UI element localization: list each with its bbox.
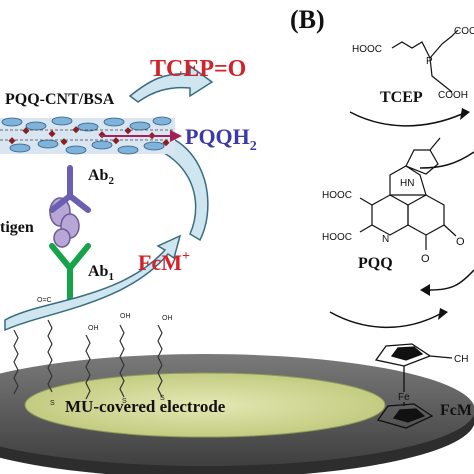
cnt-bundle	[0, 116, 175, 155]
fcm-plus-label: FcM+	[138, 249, 190, 275]
ferrocene-structure	[374, 343, 453, 429]
arrow-head-2	[420, 284, 430, 296]
linker-label: O=C	[37, 297, 52, 304]
tcep-o-label: TCEP=O	[150, 56, 246, 82]
pqq-hooc-bottom: HOOC	[322, 232, 352, 243]
ab1-antibody	[49, 243, 91, 303]
sam-chains	[13, 319, 163, 400]
pqq-o-2: O	[456, 236, 465, 248]
tcep-cooh-top: COOH	[454, 26, 474, 37]
electrode-label: MU-covered electrode	[65, 397, 226, 416]
panel-label: (B)	[290, 5, 325, 34]
tcep-p-atom: P	[426, 56, 433, 67]
pqqh2-label: PQQH2	[185, 124, 257, 154]
oh-label-1: OH	[88, 325, 99, 332]
ab1-label: Ab1	[88, 263, 114, 283]
oh-label-2: OH	[120, 313, 131, 320]
pqq-hn: HN	[400, 178, 414, 189]
reaction-arrows	[329, 111, 474, 329]
s-label-2: S	[122, 398, 127, 405]
pqq-o-1: O	[421, 253, 430, 265]
pqq-n: N	[382, 234, 389, 245]
oh-label-3: OH	[162, 315, 173, 322]
ab2-antibody	[49, 165, 91, 213]
tcep-cooh-bottom: COOH	[438, 90, 468, 101]
electrode-disc	[0, 354, 474, 474]
ferrocene-ch2: CH	[454, 354, 468, 365]
pqqh2-arrow	[100, 130, 182, 142]
tcep-label: TCEP	[380, 89, 423, 106]
s-label-3: S	[160, 395, 165, 402]
s-label-1: S	[50, 400, 55, 407]
pqq-cnt-bsa-label: PQQ-CNT/BSA	[5, 91, 115, 108]
pqq-structure	[359, 137, 457, 250]
arrow-head-1	[460, 108, 470, 120]
ferrocene-fe: Fe	[398, 392, 410, 403]
antigen-label: tigen	[0, 219, 34, 236]
ab2-label: Ab2	[88, 167, 114, 187]
pqq-label: PQQ	[358, 255, 393, 272]
arrow-head-3	[438, 308, 448, 320]
pqq-hooc-top: HOOC	[322, 190, 352, 201]
tcep-structure	[391, 29, 459, 93]
cycle-arrows	[4, 64, 214, 332]
fcm-label: FcM	[440, 402, 472, 419]
tcep-hooc: HOOC	[352, 44, 382, 55]
